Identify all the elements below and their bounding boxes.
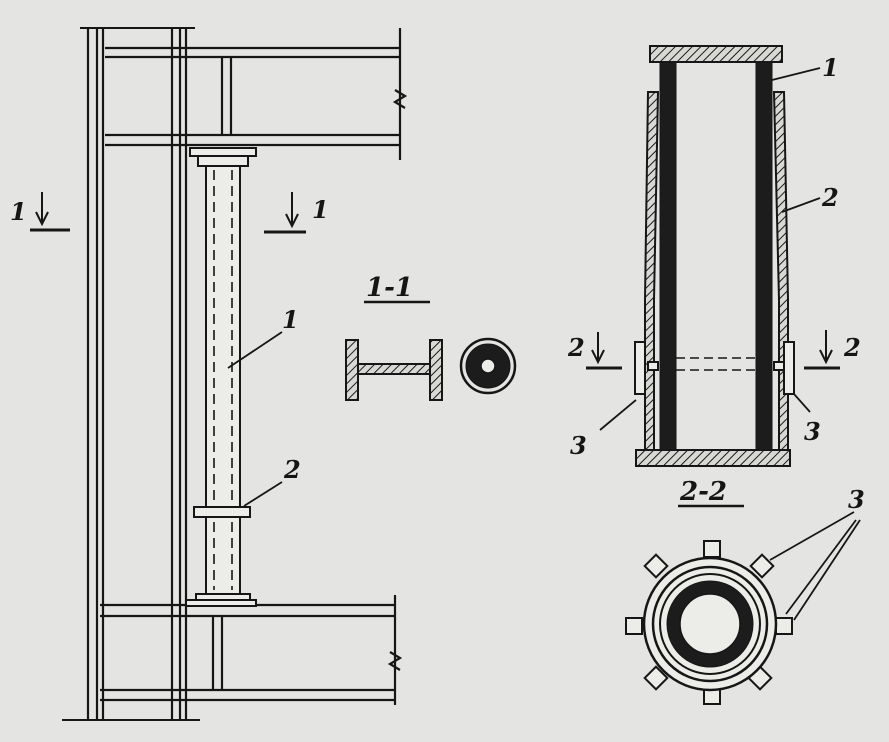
clamp-left — [634, 341, 646, 395]
clamp-right — [783, 341, 795, 395]
cut-1-right-label: 1 — [312, 195, 329, 224]
cut-marker-2-left: 2 — [567, 332, 622, 370]
leader-part-1-left — [227, 331, 283, 369]
top-end-plate — [649, 45, 783, 63]
bottom-end-plate — [635, 449, 791, 467]
section-2-2-title: 2-2 — [679, 477, 727, 507]
part-2-left-label: 2 — [283, 455, 301, 484]
part-3-right-label: 3 — [804, 417, 821, 446]
cut-2-left-label: 2 — [567, 333, 585, 362]
tube-section — [459, 337, 517, 395]
sleeve-wall-left — [644, 91, 660, 451]
inner-tube-wall-left — [659, 61, 677, 451]
cut-marker-1-left: 1 — [10, 192, 70, 232]
part-1-left-label: 1 — [282, 305, 299, 334]
section-1-1-title: 1-1 — [366, 273, 413, 303]
right-elevation: 2 2 1 2 3 3 — [567, 45, 861, 467]
strut-top-plate — [189, 147, 257, 157]
cut-1-left-label: 1 — [10, 197, 27, 226]
left-elevation: 1 1 1 2 — [10, 27, 408, 721]
i-beam-section — [345, 339, 443, 401]
strut-tube — [205, 165, 241, 595]
part-2-right-label: 2 — [821, 183, 839, 212]
part-3-section-label: 3 — [848, 485, 865, 514]
strut-bottom-plate — [185, 599, 257, 607]
inner-tube-wall-right — [755, 61, 773, 451]
section-1-1: 1-1 — [345, 273, 517, 401]
part-3-left-label: 3 — [570, 431, 587, 460]
sleeve-wall-right — [772, 91, 789, 451]
part-1-right-label: 1 — [822, 53, 839, 82]
lower-beam — [100, 595, 403, 705]
strut-elevation — [185, 147, 257, 607]
leader-part-2-left — [243, 481, 283, 507]
section-2-2: 2-2 3 — [625, 477, 865, 705]
upper-beam — [105, 28, 408, 160]
cut-marker-2-right: 2 — [804, 330, 861, 370]
strut-top-flange — [197, 155, 249, 167]
cut-marker-1-right: 1 — [264, 192, 329, 234]
cut-2-right-label: 2 — [843, 333, 861, 362]
strut-collar — [193, 506, 251, 518]
